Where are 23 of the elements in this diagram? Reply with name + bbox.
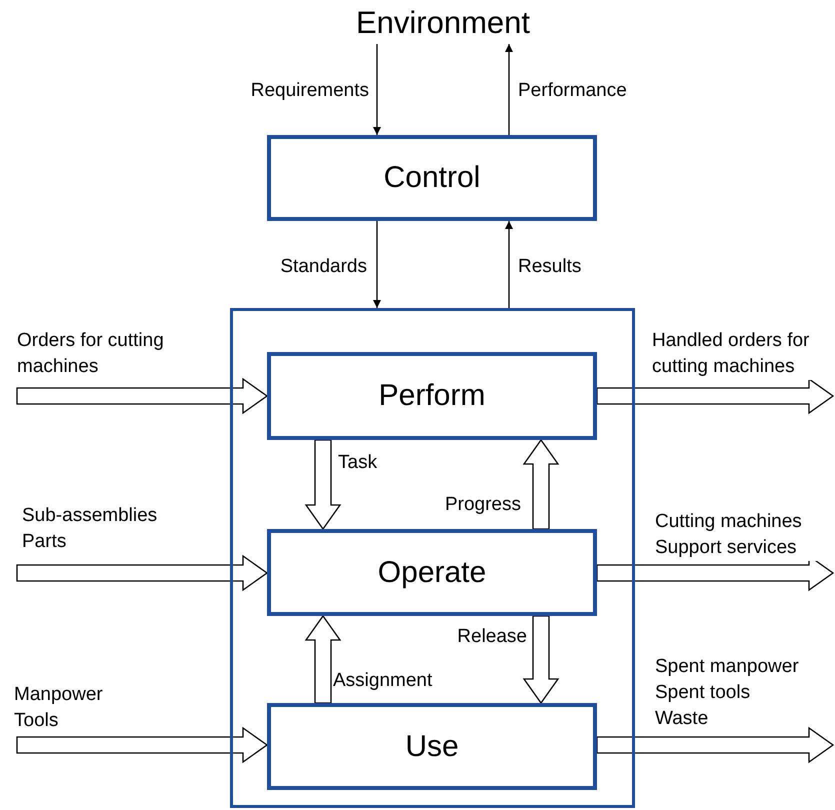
process-box	[267, 703, 597, 790]
block-arrow	[522, 615, 560, 704]
system-boundary-box	[230, 308, 635, 808]
block-arrow	[16, 726, 268, 764]
process-label: Control	[384, 161, 480, 195]
process-label: Operate	[378, 556, 486, 590]
block-arrow	[16, 554, 268, 592]
block-arrow	[304, 439, 342, 530]
block-arrow	[596, 378, 834, 414]
arrow	[505, 221, 513, 308]
process-box	[267, 352, 597, 440]
block-arrow	[16, 378, 268, 414]
arrow	[373, 221, 381, 308]
process-box	[267, 529, 597, 616]
block-arrow	[304, 614, 342, 704]
block-arrow	[596, 726, 834, 764]
arrow	[505, 44, 513, 135]
process-box	[267, 135, 597, 221]
process-label: Perform	[378, 379, 486, 413]
arrow	[373, 44, 381, 135]
block-arrow	[522, 438, 560, 530]
environment-label: Environment	[340, 2, 546, 44]
process-label: Use	[405, 730, 459, 764]
